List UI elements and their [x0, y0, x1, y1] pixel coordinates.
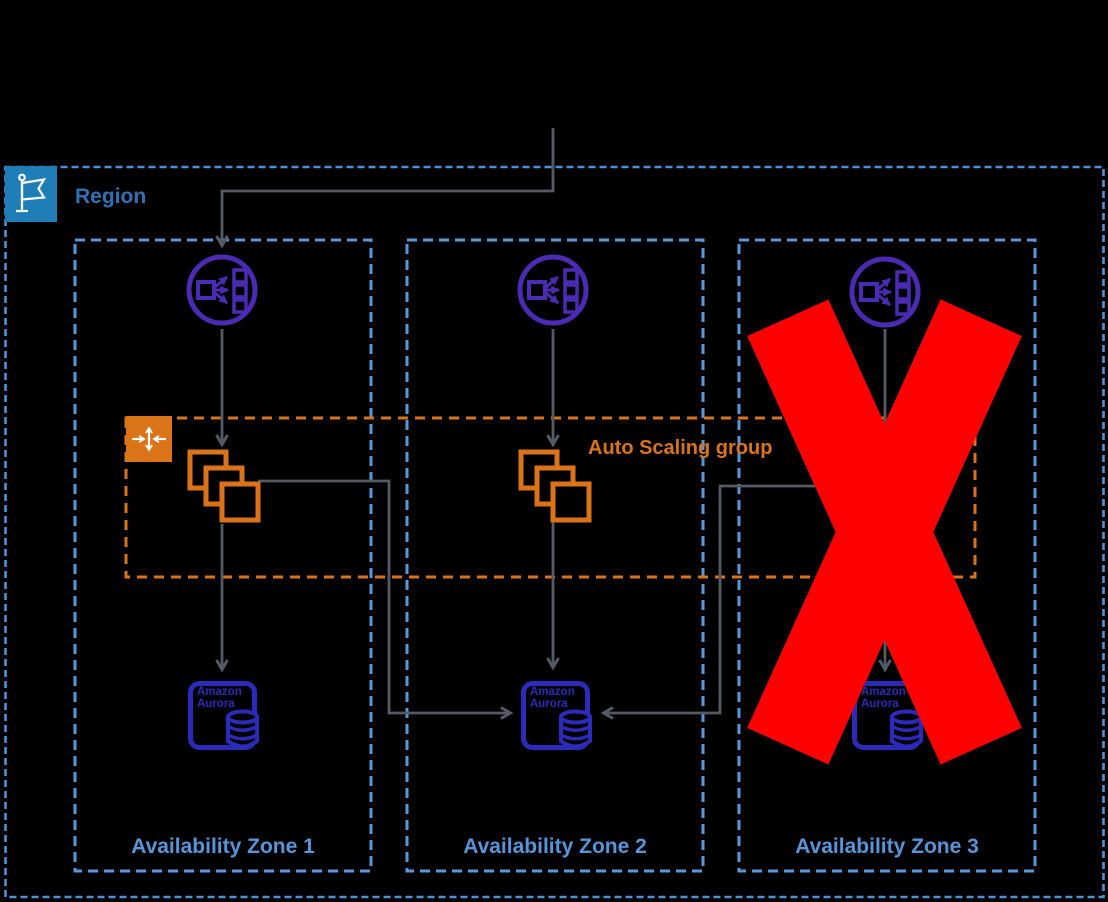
elastic-load-balancing-icon-az2	[517, 254, 589, 326]
auto-scaling-group-icon	[126, 416, 172, 462]
elb-fanout-arrows	[213, 275, 230, 305]
elb-target-nodes	[563, 268, 579, 314]
elb-circle	[186, 254, 258, 326]
arrow-ec2-3-to-aurora-2	[600, 484, 849, 720]
elb-source-node	[196, 280, 216, 300]
aurora-label-az2: Amazon Aurora	[530, 686, 575, 710]
flag-icon	[5, 166, 57, 222]
ec2-instances-icon-az1	[187, 449, 261, 523]
elastic-load-balancing-icon-az3	[849, 256, 921, 328]
elb-fanout-arrows	[876, 277, 893, 307]
flag-icon-background	[5, 166, 57, 222]
aurora-label-line1: Amazon	[197, 686, 242, 698]
elb-source-node	[859, 282, 879, 302]
elb-circle	[517, 254, 589, 326]
az3-box-border	[737, 238, 1037, 873]
aurora-label-line2: Aurora	[197, 698, 235, 710]
amazon-aurora-icon-az1	[188, 681, 259, 750]
elb-source-node	[527, 280, 547, 300]
aurora-label-line2: Aurora	[861, 698, 899, 710]
elb-fanout-arrows	[544, 275, 561, 305]
elb-target-nodes	[895, 270, 911, 316]
arrow-external-to-az1-elb	[215, 128, 555, 249]
amazon-aurora-icon-az2	[521, 681, 592, 750]
auto-scaling-group-border	[124, 416, 977, 579]
database-cylinder-icon	[559, 709, 592, 749]
elastic-load-balancing-icon-az1	[186, 254, 258, 326]
elb-circle	[849, 256, 921, 328]
database-cylinder-icon	[226, 709, 259, 749]
az2-label: Availability Zone 2	[463, 835, 647, 858]
database-cylinder-icon	[890, 709, 923, 749]
ec2-instances-icon-az2	[518, 449, 592, 523]
aurora-label-az1: Amazon Aurora	[197, 686, 242, 710]
region-box-border	[4, 165, 1105, 899]
aurora-label-line1: Amazon	[861, 686, 906, 698]
flag-glyph	[16, 173, 47, 213]
aurora-label-az3: Amazon Aurora	[861, 686, 906, 710]
az3-label: Availability Zone 3	[795, 835, 979, 858]
aurora-label-line1: Amazon	[530, 686, 575, 698]
auto-scaling-icon-arrows	[132, 426, 166, 452]
aurora-label-line2: Aurora	[530, 698, 568, 710]
region-label: Region	[75, 185, 147, 208]
az1-label: Availability Zone 1	[131, 835, 315, 858]
arrow-ec2-1-to-aurora-2	[258, 479, 514, 720]
auto-scaling-group-label: Auto Scaling group	[588, 437, 773, 459]
elb-target-nodes	[232, 268, 248, 314]
az2-box-border	[405, 238, 705, 873]
